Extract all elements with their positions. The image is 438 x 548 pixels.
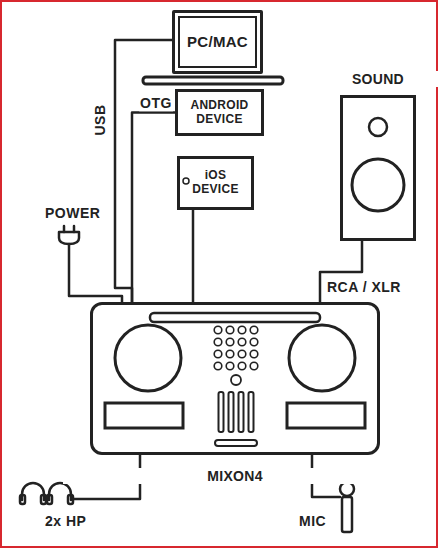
connection-label: OTG <box>139 96 173 111</box>
fader-slot <box>249 392 254 432</box>
port-label: POWER <box>44 206 101 221</box>
pad-knob <box>238 338 246 346</box>
pad-knob <box>250 338 258 346</box>
fader-slot <box>229 392 234 432</box>
pad-knob <box>226 326 234 334</box>
headphone-cup <box>41 495 46 504</box>
port-label: 2x HP <box>44 514 87 529</box>
pad-knob <box>238 362 246 370</box>
ios-device: iOS DEVICE <box>177 156 254 210</box>
fader-slot <box>219 392 224 432</box>
jog-wheel <box>115 325 181 391</box>
illustration-group <box>183 178 189 184</box>
illustration-group <box>352 118 404 211</box>
pad-knob <box>214 350 222 358</box>
connection-label: RCA / XLR <box>326 280 402 295</box>
pad-knob <box>238 350 246 358</box>
node-label: ANDROID DEVICE <box>190 99 249 127</box>
pad-bank <box>287 403 365 428</box>
pad-knob <box>214 338 222 346</box>
node-label: PC/MAC <box>187 33 248 50</box>
headphone-cup <box>20 495 25 504</box>
illustration-group <box>105 313 365 446</box>
cable-connector <box>115 40 172 302</box>
cable-connector <box>192 210 195 302</box>
pad-knob <box>250 326 258 334</box>
woofer <box>352 159 404 211</box>
laptop-screen: PC/MAC <box>172 10 263 74</box>
pad-knob <box>226 362 234 370</box>
node-label: iOS DEVICE <box>192 169 239 197</box>
dj-controller: MIXON4 <box>90 302 380 455</box>
pad-knob <box>250 362 258 370</box>
connection-label: USB <box>93 103 108 136</box>
pad-knob <box>226 338 234 346</box>
pad-knob <box>238 326 246 334</box>
node-illustration <box>343 98 413 238</box>
android-device: ANDROID DEVICE <box>175 89 264 136</box>
speaker-box: SOUND <box>340 95 416 241</box>
mic-handle <box>342 497 352 532</box>
fader-slot <box>239 392 244 432</box>
jog-wheel <box>289 325 355 391</box>
pad-knob <box>250 350 258 358</box>
home-button <box>183 178 189 184</box>
node-label: MIXON4 <box>63 468 407 484</box>
node-illustration <box>93 305 377 452</box>
laptop-base <box>143 77 283 84</box>
power-plug <box>59 226 122 303</box>
master-knob <box>231 375 241 385</box>
node-label: SOUND <box>313 71 438 87</box>
cable-connector <box>132 113 175 303</box>
headphone-cup <box>47 495 52 504</box>
port-label: MIC <box>298 514 327 529</box>
mic-head <box>340 482 354 496</box>
pad-knob <box>226 350 234 358</box>
pad-knob <box>214 326 222 334</box>
pad-bank <box>105 403 183 428</box>
tweeter <box>369 118 387 136</box>
crossfader <box>215 440 257 446</box>
device-slot <box>150 313 320 322</box>
plug-body <box>59 232 79 244</box>
pad-knob <box>214 362 222 370</box>
